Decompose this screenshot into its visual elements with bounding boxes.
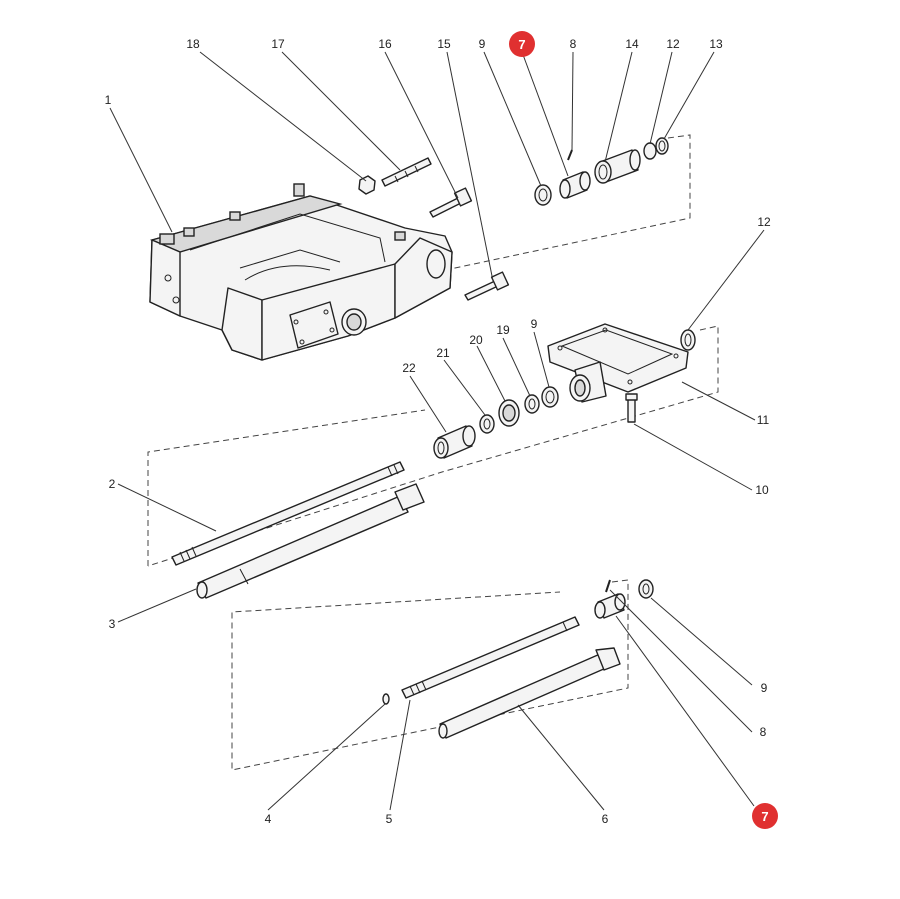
callout-11: 11 (757, 413, 770, 427)
callout-1: 1 (105, 93, 112, 107)
highlight-badge-7-upper[interactable]: 7 (509, 31, 535, 57)
seal-ring-part-9-upper[interactable] (534, 184, 552, 206)
bushing-part-7-lower[interactable] (594, 593, 626, 619)
callout-9-lower: 9 (761, 681, 768, 695)
callout-3: 3 (109, 617, 116, 631)
bolt-part-16[interactable] (429, 187, 473, 218)
stud-part-17[interactable] (381, 157, 432, 187)
bushing-part-22[interactable] (433, 425, 476, 459)
callout-12-middle: 12 (757, 215, 771, 229)
bolt-part-10[interactable] (625, 393, 638, 423)
callout-14: 14 (625, 37, 639, 51)
cover-part-11[interactable] (547, 323, 689, 403)
housing-part-1[interactable] (149, 183, 453, 361)
callout-12-upper: 12 (666, 37, 680, 51)
callout-20: 20 (469, 333, 483, 347)
callout-7-upper: 7 (518, 37, 525, 52)
callout-9-upper: 9 (479, 37, 486, 51)
seal-ring-part-9-lower[interactable] (638, 579, 654, 599)
bolt-part-15[interactable] (464, 271, 510, 301)
pin-part-8-upper[interactable] (567, 149, 573, 161)
highlight-circle (752, 803, 778, 829)
highlight-badge-7-lower[interactable]: 7 (752, 803, 778, 829)
callout-9-middle: 9 (531, 317, 538, 331)
retaining-ring-part-13[interactable] (655, 137, 669, 155)
callout-labels: 18 17 16 15 9 8 14 12 13 1 12 22 21 20 1… (105, 37, 771, 826)
seal-ring-part-12-upper[interactable] (643, 142, 657, 160)
highlight-circle (509, 31, 535, 57)
circlip-part-21[interactable] (479, 414, 495, 434)
callout-10: 10 (755, 483, 769, 497)
bushing-part-7-upper[interactable] (559, 171, 591, 199)
callout-5: 5 (386, 812, 393, 826)
seal-ring-part-9-middle[interactable] (541, 386, 559, 408)
callout-4: 4 (265, 812, 272, 826)
sleeve-part-14[interactable] (594, 149, 641, 184)
callout-6: 6 (602, 812, 609, 826)
callout-8-upper: 8 (570, 37, 577, 51)
shaft-part-2[interactable] (171, 461, 405, 566)
callout-8-lower: 8 (760, 725, 767, 739)
callout-2: 2 (109, 477, 116, 491)
callout-19: 19 (496, 323, 510, 337)
pin-part-8-lower[interactable] (605, 579, 611, 593)
washer-part-19[interactable] (524, 394, 540, 414)
leader-lines (109, 51, 765, 811)
callout-18: 18 (186, 37, 200, 51)
callout-21: 21 (436, 346, 450, 360)
callout-22: 22 (402, 361, 416, 375)
seal-ring-part-12-middle[interactable] (680, 329, 696, 351)
callout-16: 16 (378, 37, 392, 51)
tube-part-6[interactable] (438, 647, 621, 739)
callout-17: 17 (271, 37, 285, 51)
snap-ring-part-4[interactable] (382, 693, 390, 705)
bearing-part-20[interactable] (498, 399, 520, 427)
callout-15: 15 (437, 37, 451, 51)
callout-13: 13 (709, 37, 723, 51)
tube-part-3[interactable] (196, 483, 425, 599)
shaft-part-5[interactable] (401, 616, 580, 699)
nut-part-18[interactable] (358, 175, 376, 195)
callout-7-lower: 7 (761, 809, 768, 824)
